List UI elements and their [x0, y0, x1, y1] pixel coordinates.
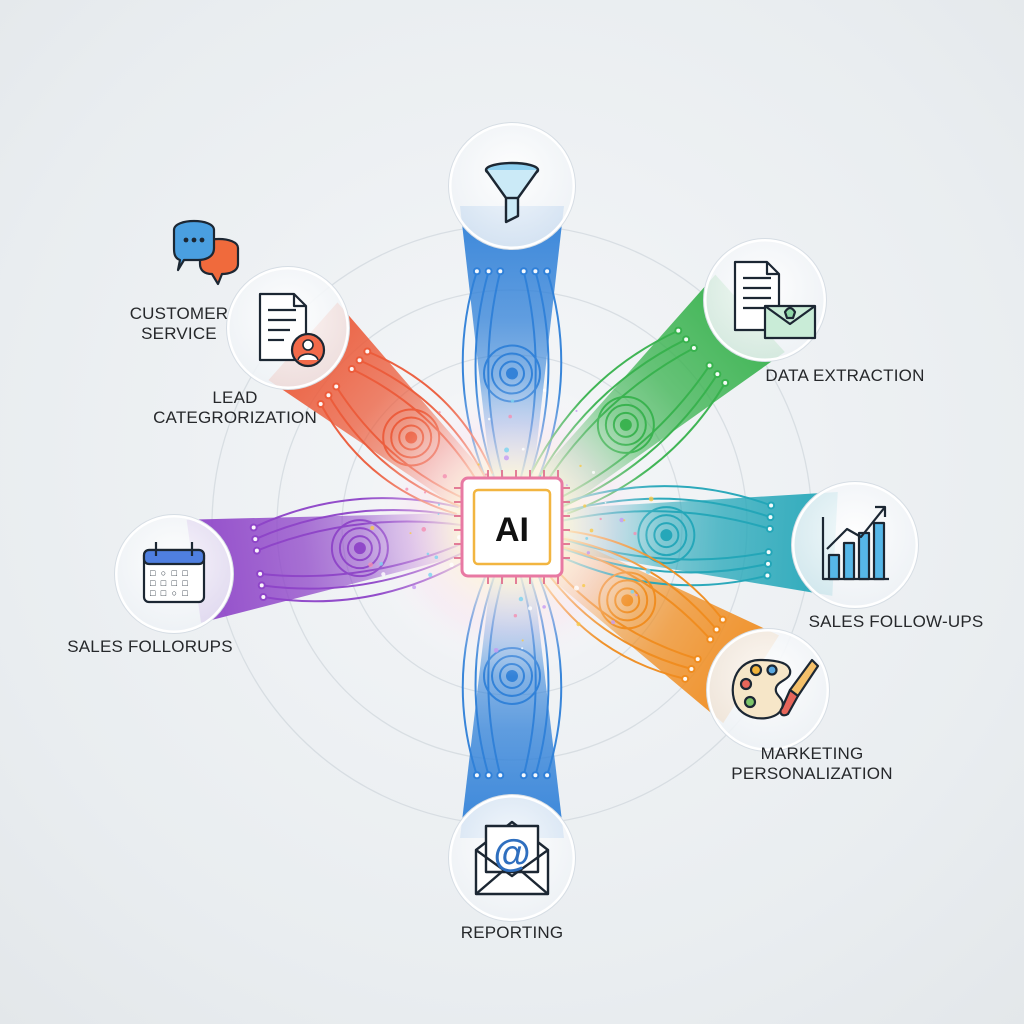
svg-text:□ □ □ □: □ □ □ □: [150, 579, 188, 589]
sparkles: [368, 388, 654, 653]
chat-bubbles-icon: [172, 219, 240, 286]
document-user-icon: [258, 292, 326, 368]
node-label-data-extraction: DATA EXTRACTION: [765, 366, 925, 385]
palette-brush-icon: [731, 658, 820, 720]
bar-chart-growth-icon: [821, 505, 889, 581]
email-at-icon: @: [474, 820, 550, 896]
node-label-marketing-personalization: MARKETING PERSONALIZATION: [731, 744, 893, 783]
node-label-sales-followups-left: SALES FOLLORUPS: [67, 637, 233, 656]
funnel-icon: [484, 161, 540, 224]
calendar-icon: □ ○ □ □ □ □ □ □ □ □ ○ □: [142, 542, 206, 604]
svg-text:@: @: [493, 833, 530, 875]
svg-text:□ □ ○ □: □ □ ○ □: [150, 589, 188, 599]
node-label-sales-follow-ups-right: SALES FOLLOW-UPS: [808, 612, 984, 631]
ai-chip: AI: [454, 470, 570, 584]
node-label-reporting: REPORTING: [460, 923, 564, 942]
svg-text:□ ○ □ □: □ ○ □ □: [150, 569, 188, 579]
document-envelope-icon: [733, 260, 817, 340]
node-label-customer-service: CUSTOMER SERVICE: [129, 304, 229, 343]
ai-chip-label: AI: [495, 511, 529, 549]
node-label-lead-categorization: LEAD CATEGRORIZATION: [153, 388, 317, 427]
